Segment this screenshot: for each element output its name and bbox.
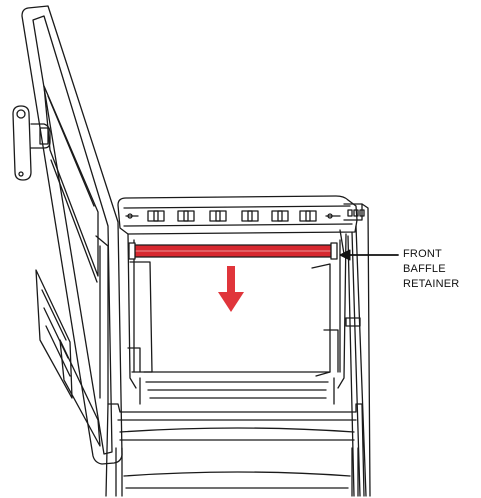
label-line-1: FRONT [403, 248, 442, 260]
arrow-down-icon [218, 266, 244, 312]
label-line-3: RETAINER [403, 278, 460, 290]
right-side-panel [339, 203, 371, 497]
front-baffle-retainer [128, 242, 338, 260]
top-slots [125, 210, 341, 222]
label-line-2: BAFFLE [403, 263, 446, 275]
printer-body [95, 195, 371, 497]
open-lid [21, 5, 123, 465]
front-baffle-retainer-label: FRONT BAFFLE RETAINER [403, 247, 479, 292]
lid-hinge [12, 105, 51, 181]
arrow-left-icon [339, 249, 399, 261]
